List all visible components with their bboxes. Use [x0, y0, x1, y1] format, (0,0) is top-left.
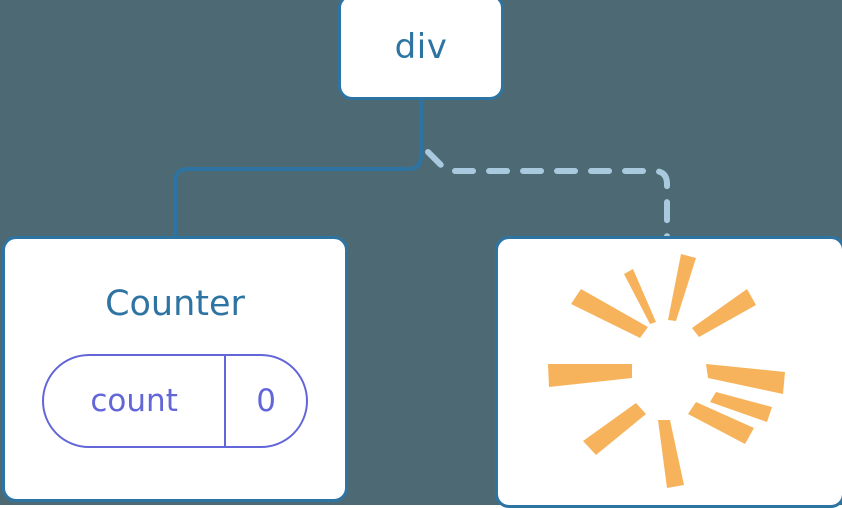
sunburst-ray: [668, 254, 696, 321]
sunburst-ray: [624, 269, 656, 324]
sunburst-ray: [583, 403, 646, 455]
node-counter[interactable]: Counter count 0: [2, 236, 348, 502]
state-pill-count[interactable]: count 0: [42, 354, 308, 448]
sunburst-ray: [710, 392, 772, 422]
state-key-label: count: [44, 356, 227, 446]
sunburst-ray: [706, 364, 785, 394]
sunburst-sparkle-icon: [548, 254, 785, 488]
node-div-label: div: [394, 27, 448, 67]
sunburst-ray: [692, 289, 756, 337]
sunburst-ray: [571, 289, 648, 338]
node-div[interactable]: div: [338, 0, 504, 100]
sunburst-ray: [658, 420, 684, 488]
state-value-label: 0: [256, 383, 276, 419]
edge-div-to-counter: [173, 97, 423, 239]
sunburst-ray: [548, 364, 632, 387]
node-burst[interactable]: [495, 236, 842, 508]
edge-div-to-burst: [425, 149, 670, 240]
sunburst-ray: [688, 402, 754, 444]
node-counter-title: Counter: [105, 284, 245, 324]
